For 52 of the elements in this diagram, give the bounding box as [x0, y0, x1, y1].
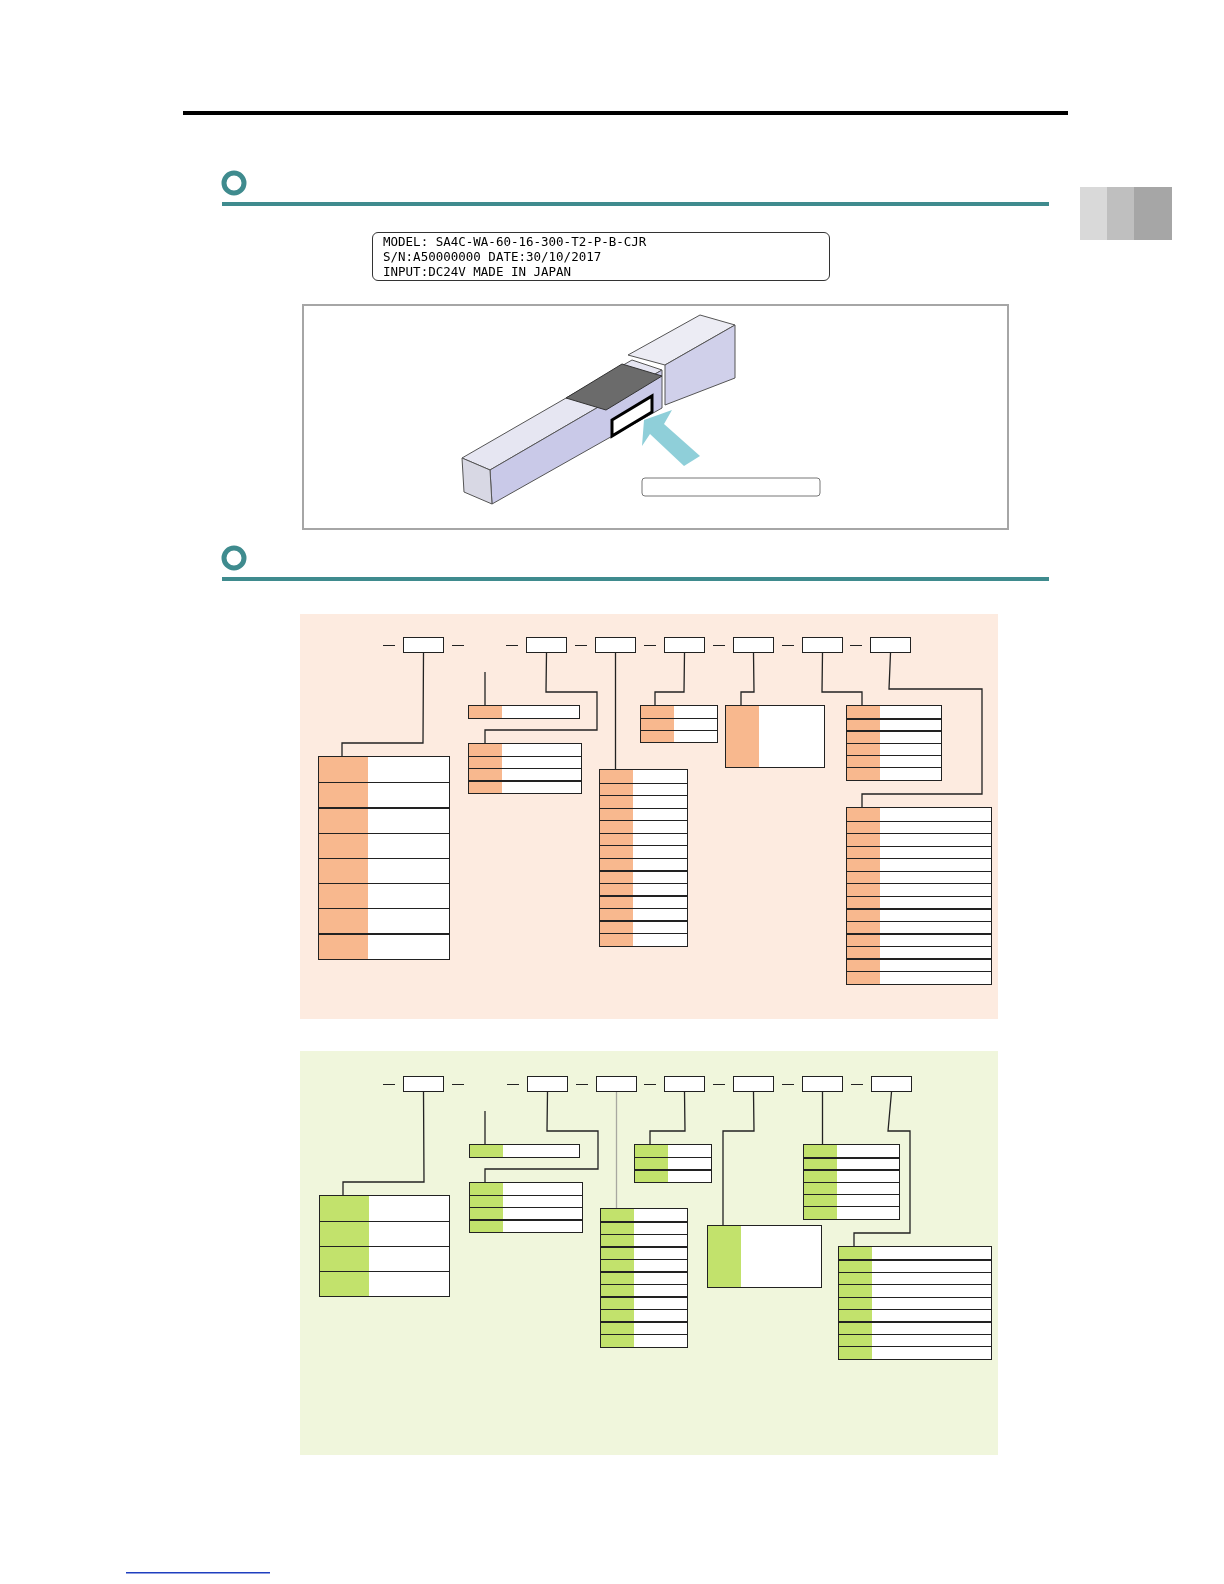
nameplate-text: INPUT:DC24V MADE IN JAPAN [383, 264, 572, 279]
code-field [733, 637, 774, 653]
code-table [318, 756, 450, 960]
code-table [468, 705, 580, 719]
leader-line [484, 652, 598, 744]
leader-line [484, 671, 486, 706]
code-table [634, 1144, 712, 1183]
leader-line [853, 1091, 911, 1247]
code-field [802, 637, 843, 653]
code-field [403, 637, 444, 653]
code-panel [300, 1051, 998, 1455]
code-table [803, 1144, 900, 1220]
code-table [725, 705, 825, 768]
code-field [596, 1076, 637, 1092]
code-field [526, 637, 567, 653]
code-field [403, 1076, 444, 1092]
leader-line [484, 1110, 486, 1145]
leader-line [342, 1091, 425, 1196]
leader-line [341, 652, 425, 757]
code-table [846, 705, 942, 781]
code-field [595, 637, 636, 653]
code-field [664, 1076, 705, 1092]
leader-line [861, 652, 983, 808]
code-table [838, 1246, 992, 1360]
code-table [468, 743, 582, 794]
code-table [469, 1182, 583, 1233]
leader-line [484, 1091, 599, 1183]
code-field [527, 1076, 568, 1092]
leader-line [722, 1091, 755, 1226]
leader-line [649, 1091, 686, 1145]
code-table [319, 1195, 450, 1297]
code-table [707, 1225, 822, 1288]
nameplate-text: MODEL: SA4C-WA-60-16-300-T2-P-B-CJR [383, 234, 647, 249]
code-table [640, 705, 718, 743]
code-field [870, 637, 911, 653]
nameplate-text: S/N:A50000000 DATE:30/10/2017 [383, 249, 602, 264]
code-field [733, 1076, 774, 1092]
code-field [871, 1076, 912, 1092]
code-table [600, 1208, 688, 1348]
code-field [802, 1076, 843, 1092]
code-table [469, 1144, 580, 1158]
code-table [846, 807, 992, 985]
leader-line [654, 652, 686, 706]
code-panel [300, 614, 998, 1019]
nameplate [372, 232, 830, 281]
code-field [664, 637, 705, 653]
code-table [599, 769, 688, 947]
leader-line [821, 1091, 824, 1145]
leader-line [614, 652, 617, 770]
leader-line [740, 652, 755, 706]
leader-line [821, 652, 863, 706]
leader-line [615, 1091, 618, 1209]
